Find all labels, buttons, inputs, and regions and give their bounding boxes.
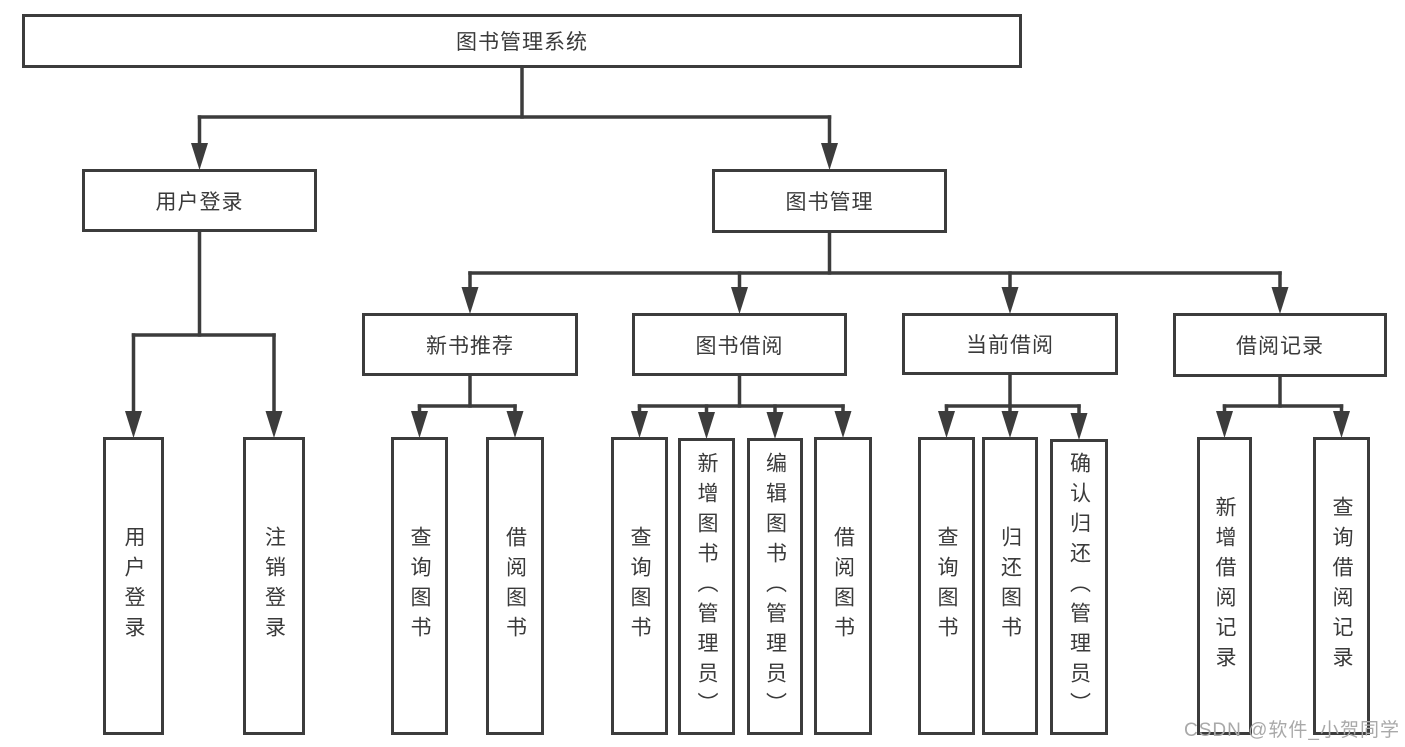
- arrow-down-icon: [1001, 411, 1019, 438]
- node-label: 借阅图书: [831, 526, 855, 646]
- arrow-down-icon: [1271, 287, 1289, 314]
- node-leaf-logout: 注销登录: [243, 437, 305, 735]
- node-leaf-rec-query: 查询图书: [391, 437, 448, 735]
- node-label: 当前借阅: [966, 334, 1054, 357]
- arrow-down-icon: [834, 411, 852, 438]
- node-leaf-recd-add: 新增借阅记录: [1197, 437, 1252, 735]
- arrow-down-icon: [1070, 413, 1088, 440]
- node-leaf-cur-query: 查询图书: [918, 437, 975, 735]
- arrow-down-icon: [191, 143, 208, 170]
- node-label: 图书借阅: [695, 334, 784, 358]
- node-label: 用户登录: [122, 526, 145, 646]
- watermark: CSDN @软件_小贺同学: [1184, 720, 1400, 741]
- arrow-down-icon: [461, 287, 479, 314]
- node-label: 编辑图书（管理员）: [763, 451, 787, 722]
- arrow-down-icon: [766, 412, 784, 439]
- arrow-down-icon: [698, 412, 715, 439]
- node-root: 图书管理系统: [22, 14, 1022, 68]
- arrow-down-icon: [821, 143, 838, 170]
- arrow-down-icon: [506, 411, 524, 438]
- node-label: 确认归还（管理员）: [1067, 452, 1091, 722]
- node-new-book-rec: 新书推荐: [362, 313, 578, 376]
- node-label: 查询图书: [935, 526, 958, 646]
- node-leaf-rec-borrow: 借阅图书: [486, 437, 544, 735]
- node-user-login: 用户登录: [82, 169, 317, 232]
- node-leaf-recd-query: 查询借阅记录: [1313, 437, 1370, 735]
- arrow-down-icon: [265, 411, 283, 438]
- arrow-down-icon: [631, 411, 648, 438]
- node-label: 新书推荐: [426, 334, 514, 358]
- node-leaf-cur-return: 归还图书: [982, 437, 1038, 735]
- node-leaf-bor-edit: 编辑图书（管理员）: [747, 438, 803, 735]
- arrow-down-icon: [1216, 411, 1233, 438]
- arrow-down-icon: [125, 411, 142, 438]
- node-label: 归还图书: [998, 526, 1022, 646]
- arrow-down-icon: [411, 411, 428, 438]
- node-label: 注销登录: [262, 526, 286, 646]
- node-label: 图书管理系统: [456, 31, 588, 54]
- node-label: 图书管理: [785, 191, 874, 214]
- node-leaf-cur-confirm: 确认归还（管理员）: [1050, 439, 1108, 735]
- arrow-down-icon: [731, 287, 748, 314]
- node-label: 借阅记录: [1236, 335, 1324, 358]
- node-borrow-records: 借阅记录: [1173, 313, 1387, 377]
- node-leaf-bor-add: 新增图书（管理员）: [678, 438, 735, 735]
- node-leaf-login: 用户登录: [103, 437, 164, 735]
- node-book-borrow: 图书借阅: [632, 313, 847, 376]
- node-leaf-bor-query: 查询图书: [611, 437, 668, 735]
- node-label: 新增图书（管理员）: [695, 451, 718, 722]
- node-label: 新增借阅记录: [1213, 496, 1236, 676]
- node-leaf-bor-borrow: 借阅图书: [814, 437, 872, 735]
- arrow-down-icon: [1333, 411, 1350, 438]
- arrow-down-icon: [938, 411, 955, 438]
- node-label: 查询图书: [628, 526, 651, 646]
- node-label: 借阅图书: [503, 526, 527, 646]
- node-label: 用户登录: [155, 190, 244, 214]
- node-label: 查询借阅记录: [1330, 496, 1353, 676]
- node-label: 查询图书: [408, 526, 431, 646]
- node-book-mgmt: 图书管理: [712, 169, 947, 233]
- arrow-down-icon: [1001, 287, 1019, 314]
- node-current-borrow: 当前借阅: [902, 313, 1118, 375]
